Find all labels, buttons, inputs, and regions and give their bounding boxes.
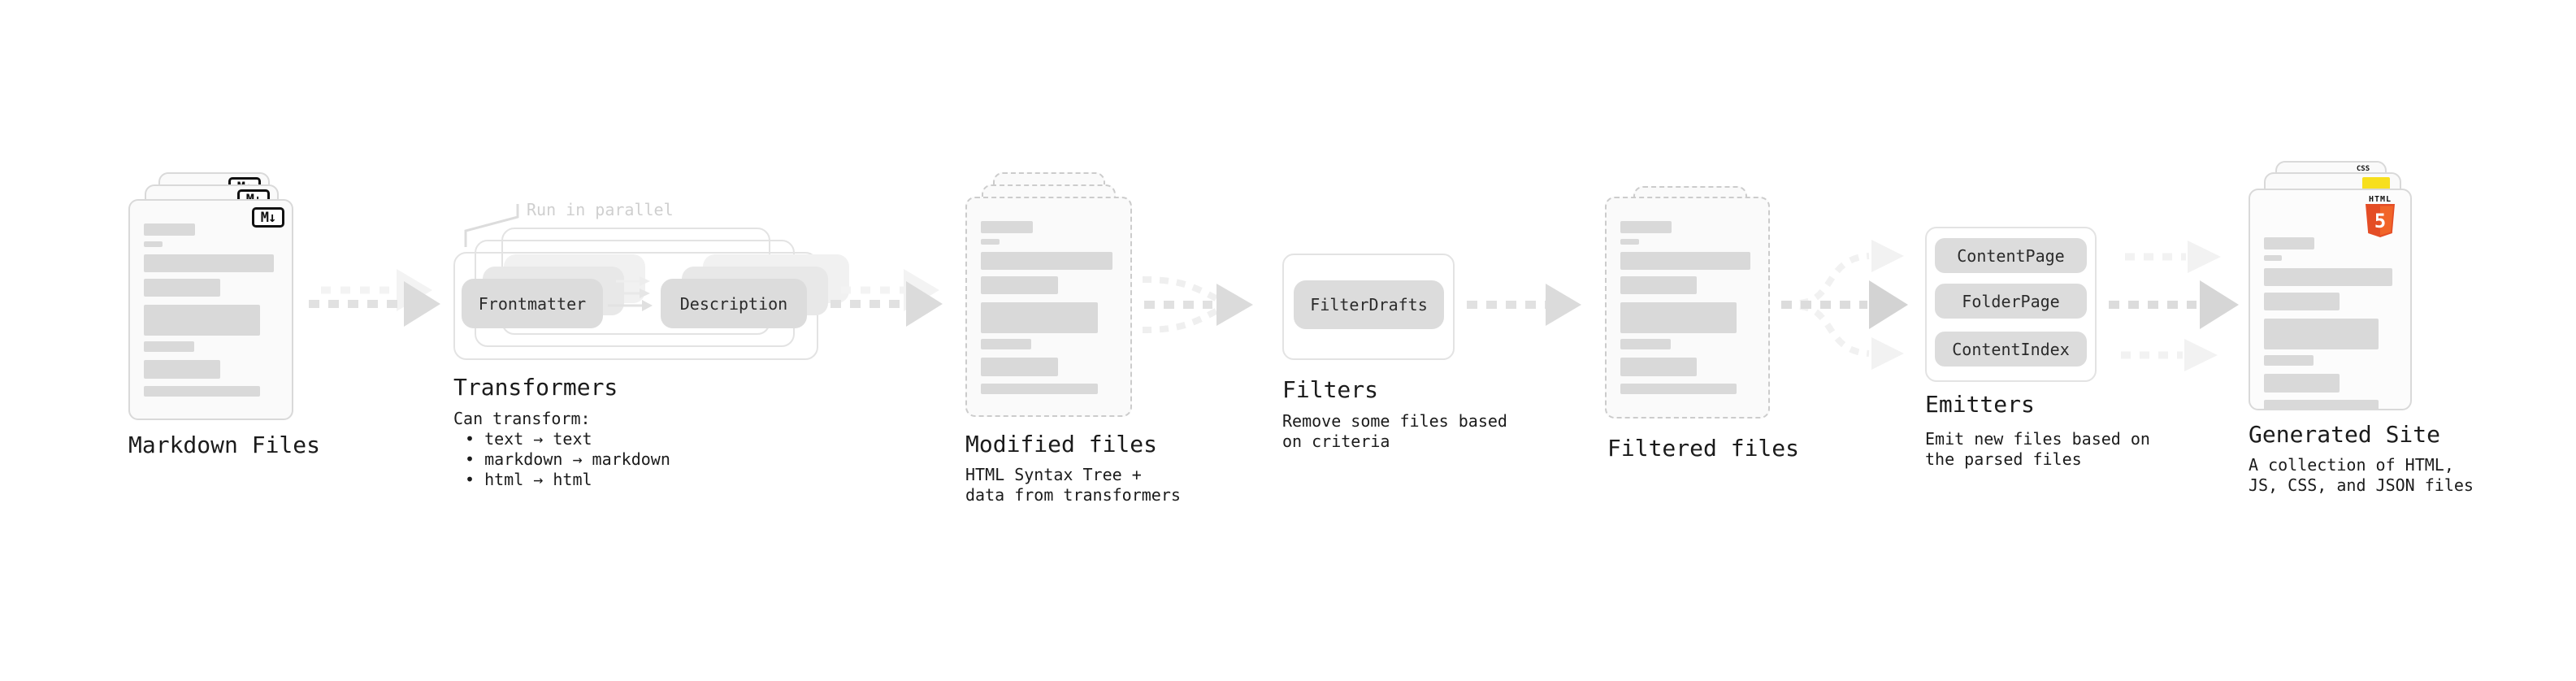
skeleton-bar bbox=[144, 386, 260, 397]
description-line: on criteria bbox=[1282, 432, 1390, 451]
skeleton-bar bbox=[981, 339, 1032, 349]
markdown-icon: M↓ bbox=[252, 207, 284, 228]
filters-label: Filters bbox=[1282, 376, 1379, 403]
modified-files-label: Modified files bbox=[965, 431, 1158, 458]
description-line: Can transform: bbox=[453, 409, 591, 428]
emitters-label: Emitters bbox=[1925, 391, 2035, 418]
arrow-filtered-to-emitters-split bbox=[1781, 240, 1908, 370]
skeleton-bar bbox=[1620, 239, 1639, 245]
description-line: • html → html bbox=[465, 470, 592, 489]
filters-box bbox=[1282, 254, 1455, 360]
emitters-description: Emit new files based on the parsed files bbox=[1925, 429, 2150, 470]
emitters-box bbox=[1925, 227, 2097, 382]
arrow-frontmatter-to-description bbox=[608, 276, 653, 311]
skeleton-bar bbox=[2264, 355, 2314, 366]
description-line: • text → text bbox=[465, 429, 592, 449]
arrow-emitters-to-site bbox=[2109, 241, 2239, 371]
markdown-file-card: M↓ bbox=[128, 199, 293, 420]
description-line: HTML Syntax Tree + bbox=[965, 465, 1142, 484]
skeleton-bar bbox=[144, 305, 260, 336]
skeleton-text-lines bbox=[1620, 221, 1752, 394]
modified-files-description: HTML Syntax Tree + data from transformer… bbox=[965, 465, 1181, 505]
skeleton-bar bbox=[981, 276, 1059, 294]
filtered-file-card bbox=[1605, 197, 1770, 419]
skeleton-bar bbox=[981, 221, 1033, 233]
skeleton-bar bbox=[981, 358, 1059, 376]
html5-icon: HTML 5 bbox=[2361, 195, 2399, 238]
skeleton-bar bbox=[2264, 268, 2393, 286]
skeleton-bar bbox=[2264, 374, 2340, 393]
skeleton-bar bbox=[1620, 252, 1751, 270]
skeleton-bar bbox=[981, 252, 1113, 270]
skeleton-bar bbox=[2264, 400, 2379, 410]
skeleton-bar bbox=[144, 279, 220, 297]
run-in-parallel-annotation: Run in parallel bbox=[527, 200, 674, 219]
skeleton-bar bbox=[1620, 276, 1697, 294]
emitter-content-page-pill: ContentPage bbox=[1935, 238, 2087, 273]
arrow-transformers-to-modified bbox=[830, 269, 943, 327]
transformers-label: Transformers bbox=[453, 374, 618, 401]
skeleton-bar bbox=[1620, 384, 1737, 394]
modified-file-card bbox=[965, 197, 1132, 417]
markdown-files-label: Markdown Files bbox=[128, 432, 321, 458]
generated-site-label: Generated Site bbox=[2249, 421, 2441, 448]
skeleton-bar bbox=[2264, 293, 2340, 310]
description-line: Remove some files based bbox=[1282, 411, 1507, 431]
skeleton-bar bbox=[1620, 339, 1671, 349]
site-file-card-html: HTML 5 bbox=[2249, 189, 2412, 410]
skeleton-bar bbox=[981, 302, 1099, 333]
filtered-files-label: Filtered files bbox=[1607, 435, 1800, 462]
skeleton-bar bbox=[981, 239, 1000, 245]
skeleton-text-lines bbox=[2264, 237, 2394, 410]
description-line: the parsed files bbox=[1925, 449, 2082, 469]
description-line: Emit new files based on bbox=[1925, 429, 2150, 449]
skeleton-bar bbox=[144, 241, 163, 247]
html5-shield: 5 bbox=[2366, 204, 2395, 237]
description-line: data from transformers bbox=[965, 485, 1181, 505]
run-in-parallel-connector-line bbox=[464, 204, 519, 247]
emitter-folder-page-pill: FolderPage bbox=[1935, 284, 2087, 319]
filters-description: Remove some files based on criteria bbox=[1282, 411, 1507, 452]
skeleton-text-lines bbox=[981, 221, 1114, 394]
css-icon-label: CSS bbox=[2356, 165, 2370, 173]
filter-drafts-pill: FilterDrafts bbox=[1294, 280, 1444, 329]
skeleton-bar bbox=[2264, 255, 2283, 261]
generated-site-description: A collection of HTML, JS, CSS, and JSON … bbox=[2249, 455, 2474, 496]
html5-number: 5 bbox=[2374, 210, 2386, 232]
skeleton-bar bbox=[144, 341, 194, 352]
description-line: JS, CSS, and JSON files bbox=[2249, 475, 2474, 495]
skeleton-bar bbox=[144, 360, 220, 379]
emitter-content-index-pill: ContentIndex bbox=[1935, 332, 2087, 367]
description-line: • markdown → markdown bbox=[465, 449, 670, 469]
arrow-modified-to-filters-merge bbox=[1142, 276, 1253, 333]
transformer-frontmatter-pill: Frontmatter bbox=[462, 279, 603, 328]
skeleton-text-lines bbox=[144, 223, 275, 397]
skeleton-bar bbox=[2264, 319, 2379, 349]
description-line: A collection of HTML, bbox=[2249, 455, 2454, 475]
skeleton-bar bbox=[1620, 302, 1737, 333]
skeleton-bar bbox=[1620, 221, 1672, 233]
transformer-description-pill: Description bbox=[661, 279, 807, 328]
skeleton-bar bbox=[144, 223, 196, 236]
skeleton-bar bbox=[2264, 237, 2315, 249]
js-icon bbox=[2362, 177, 2390, 192]
skeleton-bar bbox=[981, 384, 1099, 394]
skeleton-bar bbox=[1620, 358, 1697, 376]
transformers-description: Can transform: • text → text • markdown … bbox=[453, 409, 670, 490]
arrow-markdown-to-transformers bbox=[309, 269, 440, 327]
html5-icon-label: HTML bbox=[2368, 195, 2392, 204]
arrow-filters-to-filtered bbox=[1467, 284, 1581, 326]
skeleton-bar bbox=[144, 254, 275, 272]
